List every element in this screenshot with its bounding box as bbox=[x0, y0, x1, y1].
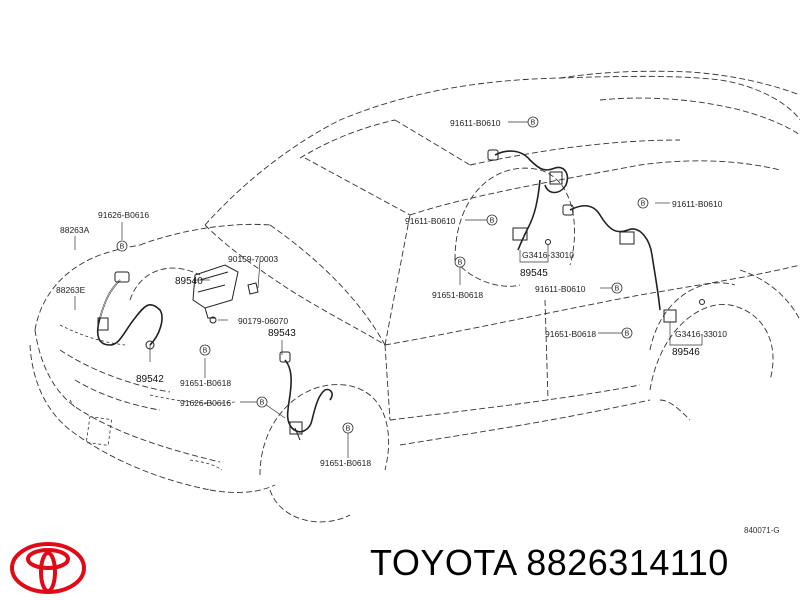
label-89542: 89542 bbox=[136, 374, 164, 385]
label-91611-b: 91611-B0610 bbox=[405, 216, 456, 226]
badge-icon: B bbox=[527, 116, 539, 128]
footer-title: TOYOTA 8826314110 bbox=[370, 542, 729, 584]
label-88263e: 88263E bbox=[56, 285, 86, 295]
label-91651-c: 91651-B0618 bbox=[432, 290, 483, 300]
front-left-sensor-harness bbox=[96, 271, 163, 350]
abs-actuator bbox=[192, 264, 259, 324]
label-89540: 89540 bbox=[175, 276, 203, 287]
label-91611-d: 91611-B0610 bbox=[535, 284, 586, 294]
label-90179: 90179-06070 bbox=[238, 316, 288, 326]
label-91651-d: 91651-B0618 bbox=[545, 329, 596, 339]
label-91626-b: 91626-B0616 bbox=[180, 398, 231, 408]
label-91611-c: 91611-B0610 bbox=[672, 199, 723, 209]
label-89543: 89543 bbox=[268, 328, 296, 339]
badge-icon: B bbox=[621, 327, 633, 339]
svg-text:B: B bbox=[531, 120, 536, 127]
badge-icon: B bbox=[454, 256, 466, 268]
badge-icon: B bbox=[611, 282, 623, 294]
label-g3416-b: G3416-33010 bbox=[675, 329, 727, 339]
badge-icon: B bbox=[342, 422, 354, 434]
part-labels: 88263A 88263E 91626-B0616 89540 90159-70… bbox=[56, 118, 727, 468]
brand-name: TOYOTA bbox=[370, 542, 516, 583]
label-91651-a: 91651-B0618 bbox=[180, 378, 231, 388]
svg-text:B: B bbox=[641, 201, 646, 208]
svg-text:B: B bbox=[260, 400, 265, 407]
badge-icon: B bbox=[256, 396, 268, 408]
label-88263a: 88263A bbox=[60, 225, 90, 235]
label-90159: 90159-70003 bbox=[228, 254, 278, 264]
rear-left-sensor-harness bbox=[487, 149, 569, 251]
car-body-outline bbox=[29, 70, 800, 523]
label-91611-a: 91611-B0610 bbox=[450, 118, 501, 128]
badge-icon: B bbox=[637, 197, 649, 209]
label-91626-a: 91626-B0616 bbox=[98, 210, 149, 220]
label-89546: 89546 bbox=[672, 347, 700, 358]
svg-text:B: B bbox=[625, 331, 630, 338]
svg-text:B: B bbox=[346, 426, 351, 433]
svg-text:B: B bbox=[615, 286, 620, 293]
badge-icon: B bbox=[486, 214, 498, 226]
label-89545: 89545 bbox=[520, 268, 548, 279]
label-91651-b: 91651-B0618 bbox=[320, 458, 371, 468]
label-g3416-a: G3416-33010 bbox=[522, 250, 574, 260]
svg-text:B: B bbox=[458, 260, 463, 267]
front-right-sensor-harness bbox=[279, 351, 333, 441]
drawing-code: 840071-G bbox=[744, 526, 780, 535]
leader-lines bbox=[74, 121, 703, 458]
fastener-badges: B B B B B B B B B B bbox=[116, 116, 649, 434]
svg-text:B: B bbox=[490, 218, 495, 225]
toyota-logo-icon bbox=[10, 542, 86, 594]
badge-icon: B bbox=[116, 240, 128, 252]
part-number: 8826314110 bbox=[526, 542, 729, 583]
badge-icon: B bbox=[199, 344, 211, 356]
svg-text:B: B bbox=[120, 244, 125, 251]
rear-right-sensor-harness bbox=[562, 204, 705, 323]
svg-text:B: B bbox=[203, 348, 208, 355]
